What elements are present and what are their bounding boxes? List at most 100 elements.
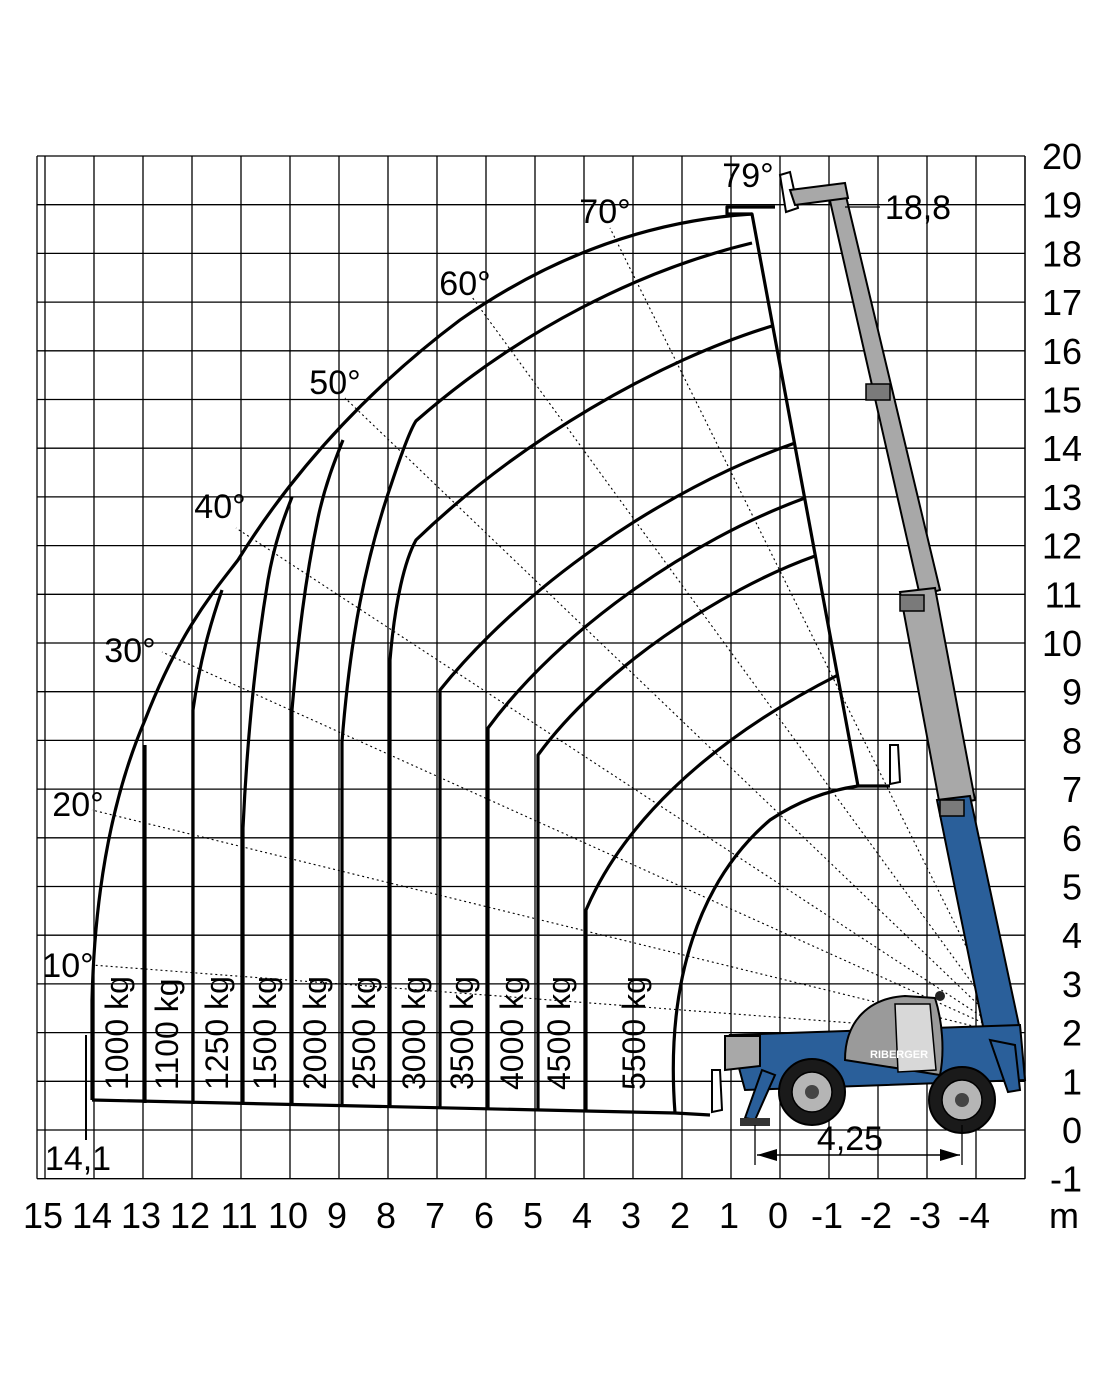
load-capacity-label: 1500 kg: [247, 976, 283, 1090]
angle-label: 79°: [722, 157, 773, 195]
y-tick-label: 7: [1062, 769, 1082, 810]
wheel-center: [955, 1093, 969, 1107]
y-tick-label: 16: [1042, 331, 1082, 372]
load-zones: [90, 205, 890, 1117]
load-capacity-label: 3500 kg: [444, 976, 480, 1090]
load-capacity-label: 1250 kg: [199, 976, 235, 1090]
x-tick-label: 5: [523, 1195, 543, 1236]
y-tick-label: 19: [1042, 185, 1082, 226]
lower-boom: [935, 794, 1022, 1038]
angle-ray-line: [344, 397, 1011, 1036]
x-tick-label: -2: [860, 1195, 892, 1236]
y-tick-label: 20: [1042, 136, 1082, 177]
x-tick-label: 1: [719, 1195, 739, 1236]
boom-hinge: [899, 594, 925, 612]
angle-ray-line: [91, 964, 1011, 1036]
outer-envelope: [90, 212, 860, 1100]
load-capacity-label: 1000 kg: [99, 976, 135, 1090]
boom-head: [788, 181, 850, 207]
dimension-markers: 18,814,14,25: [45, 189, 963, 1178]
x-tick-label: 6: [474, 1195, 494, 1236]
x-tick-label: 7: [425, 1195, 445, 1236]
x-tick-label: -1: [811, 1195, 843, 1236]
beacon-icon: [935, 991, 945, 1001]
load-zone-boundary: [486, 496, 806, 1110]
angle-ray-line: [161, 651, 1011, 1036]
y-tick-label: 11: [1045, 574, 1082, 615]
y-tick-label: 6: [1062, 818, 1082, 859]
angle-label: 40°: [194, 488, 245, 526]
load-zone-boundary: [340, 241, 753, 1107]
x-tick-label: 12: [170, 1195, 210, 1236]
y-tick-label: 13: [1042, 477, 1082, 518]
x-tick-label: 14: [72, 1195, 112, 1236]
load-capacity-label: 2000 kg: [297, 976, 333, 1090]
boom-hinge: [865, 383, 891, 401]
stabilizer-pad: [740, 1118, 770, 1126]
chart-grid: [36, 155, 1026, 1180]
angle-label: 60°: [439, 265, 490, 303]
max-height-label: 18,8: [885, 189, 951, 227]
y-tick-label: 4: [1062, 915, 1082, 956]
angle-ray-line: [471, 296, 1011, 1036]
load-zone-boundary: [438, 441, 796, 1109]
y-tick-label: 8: [1062, 720, 1082, 761]
rear-stabilizer: [988, 1038, 1022, 1094]
x-tick-label: 10: [268, 1195, 308, 1236]
load-capacity-label: 3000 kg: [396, 976, 432, 1090]
load-zone-boundary: [671, 784, 859, 1114]
y-tick-label: 10: [1042, 623, 1082, 664]
x-tick-label: 13: [121, 1195, 161, 1236]
angle-label: 50°: [309, 364, 360, 402]
y-tick-label: 0: [1062, 1110, 1082, 1151]
x-tick-label: 11: [220, 1195, 257, 1236]
x-tick-label: 2: [670, 1195, 690, 1236]
x-tick-label: 4: [572, 1195, 592, 1236]
load-capacity-label: 2500 kg: [346, 976, 382, 1090]
y-tick-label: 3: [1062, 964, 1082, 1005]
y-tick-label: 1: [1062, 1061, 1082, 1102]
load-labels: 1000 kg 1100 kg 1250 kg 1500 kg 2000 kg 2500 …: [99, 976, 652, 1090]
x-tick-label: -3: [909, 1195, 941, 1236]
y-tick-label: 5: [1062, 867, 1082, 908]
y-tick-label: 2: [1062, 1013, 1082, 1054]
x-unit-label: m: [1049, 1195, 1079, 1236]
angle-labels: 10° 20° 30° 40° 50° 60° 70° 79°: [42, 157, 773, 985]
load-capacity-label: 1100 kg: [149, 979, 185, 1091]
y-tick-label: -1: [1050, 1159, 1082, 1200]
load-zone-boundary: [241, 496, 294, 1105]
angle-label: 20°: [52, 786, 103, 824]
arrow-left-icon: [757, 1149, 777, 1161]
x-tick-label: 15: [23, 1195, 63, 1236]
angle-label: 10°: [42, 947, 93, 985]
tip-marker: [725, 205, 775, 216]
y-tick-label: 17: [1042, 282, 1082, 323]
load-zone-boundary: [191, 589, 224, 1104]
y-tick-label: 12: [1042, 526, 1082, 567]
ground-line: [91, 1098, 711, 1117]
angle-label: 30°: [104, 632, 155, 670]
angle-rays: [91, 227, 1011, 1036]
mid-boom: [898, 586, 977, 808]
load-zone-boundary: [388, 324, 773, 1108]
brand-label: RIBERGER: [870, 1049, 928, 1061]
wheelbase-label: 4,25: [817, 1120, 883, 1158]
load-zone-boundary: [536, 554, 816, 1111]
load-capacity-label: 4000 kg: [494, 976, 530, 1090]
load-capacity-label: 4500 kg: [541, 976, 577, 1090]
y-tick-label: 14: [1042, 428, 1082, 469]
wheel-center: [805, 1085, 819, 1099]
front-plate: [724, 1035, 761, 1072]
telehandler-icon: RIBERGER: [711, 170, 1027, 1134]
y-tick-label: 15: [1042, 380, 1082, 421]
x-tick-label: -4: [958, 1195, 990, 1236]
x-tick-label: 0: [768, 1195, 788, 1236]
arrow-right-icon: [940, 1149, 960, 1161]
angle-label: 70°: [579, 193, 630, 231]
front-forks: [711, 1069, 724, 1114]
cab-door: [894, 1003, 937, 1073]
load-capacity-label: 5500 kg: [616, 976, 652, 1090]
load-zone-boundary: [584, 673, 839, 1112]
